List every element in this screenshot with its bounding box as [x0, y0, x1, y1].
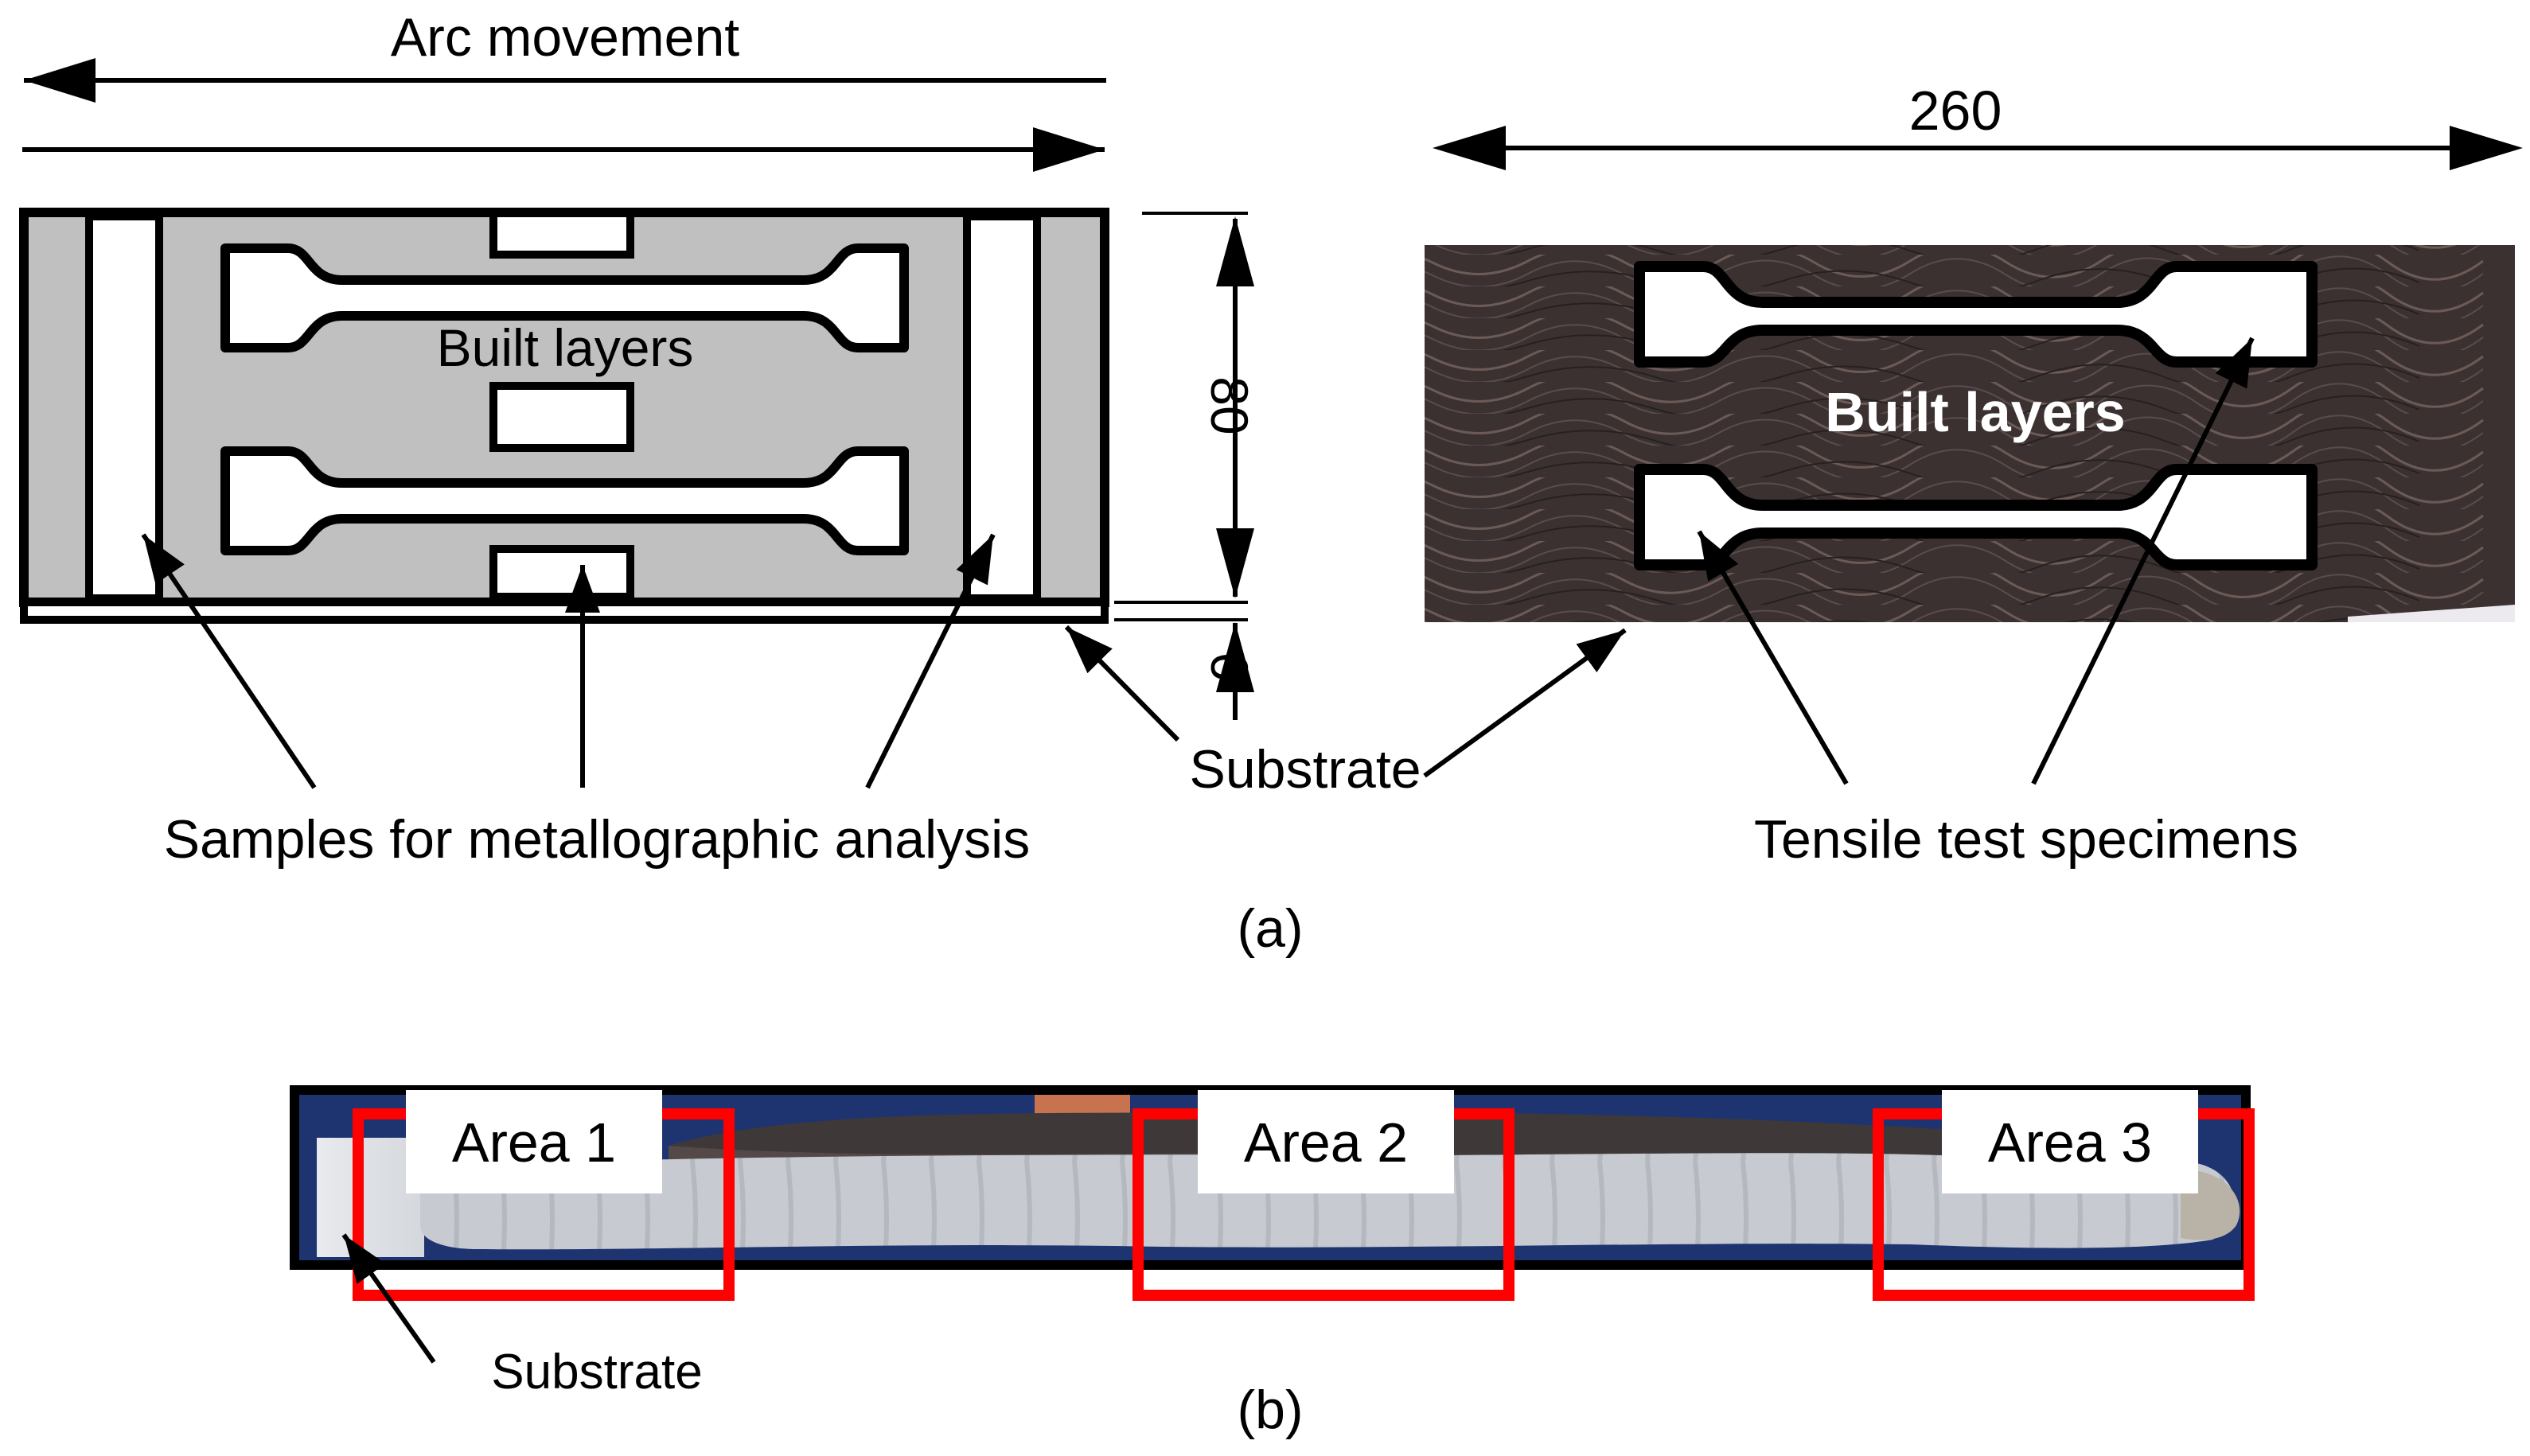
caption-b: (b): [1237, 1380, 1303, 1440]
arrow-to-substrate-photo: [1423, 628, 1627, 778]
substrate-plate: [20, 598, 1109, 624]
wall-photo: Built layers: [1425, 216, 2515, 622]
area-1-label-bg: [406, 1090, 662, 1193]
leader-arrows-a: [141, 337, 2255, 789]
arrow-to-strip-right: [865, 533, 996, 789]
area-1-label: Area 1: [452, 1111, 616, 1174]
height-dimensions: 80 6: [1114, 212, 1259, 720]
substrate-label-a: Substrate: [1189, 739, 1421, 800]
length-dimension-value: 260: [1909, 80, 2002, 142]
area-3-label-bg: [1942, 1090, 2198, 1193]
arrow-to-substrate-drawing: [1064, 625, 1180, 742]
arrow-to-specimen-bottom: [1697, 530, 1849, 785]
area-2-label: Area 2: [1244, 1111, 1408, 1174]
length-dimension: 260: [1433, 80, 2523, 170]
built-layers-label-photo: Built layers: [1825, 381, 2125, 443]
arrow-to-strip-left: [141, 533, 317, 789]
arc-movement-label: Arc movement: [391, 7, 739, 68]
substrate-label-b: Substrate: [491, 1345, 702, 1400]
height-dimension-value: 80: [1200, 376, 1259, 434]
built-layers-label-drawing: Built layers: [437, 318, 694, 377]
arc-movement-indicator: Arc movement: [22, 7, 1106, 172]
height-arrowhead-top: [1216, 216, 1254, 286]
tensile-specimen-photo-top: [1634, 261, 2318, 368]
metallographic-strip-right: [963, 212, 1041, 602]
tensile-specimen-drawing-bottom: [220, 446, 909, 555]
arrow-to-specimen-top: [2031, 337, 2255, 785]
metallographic-block-middle: [489, 382, 634, 452]
area-2-label-bg: [1198, 1090, 1454, 1193]
caption-a: (a): [1237, 898, 1303, 959]
height-arrowhead-bottom: [1216, 528, 1254, 598]
area-3-label: Area 3: [1988, 1111, 2152, 1174]
deposit-section: [420, 1153, 2235, 1250]
arrow-to-substrate-b: [341, 1233, 436, 1364]
tensile-specimen-drawing-top: [220, 243, 909, 352]
substrate-arrowhead: [1216, 622, 1254, 692]
metallographic-block-top: [489, 209, 634, 259]
area-boxes: Area 1 Area 2 Area 3: [353, 1090, 2255, 1301]
samples-metallographic-label: Samples for metallographic analysis: [164, 809, 1031, 870]
substrate-dimension-value: 6: [1200, 652, 1259, 682]
tensile-specimens-label: Tensile test specimens: [1754, 809, 2298, 870]
wall-schematic: Built layers: [19, 208, 1109, 624]
metallographic-block-bottom: [489, 545, 634, 601]
